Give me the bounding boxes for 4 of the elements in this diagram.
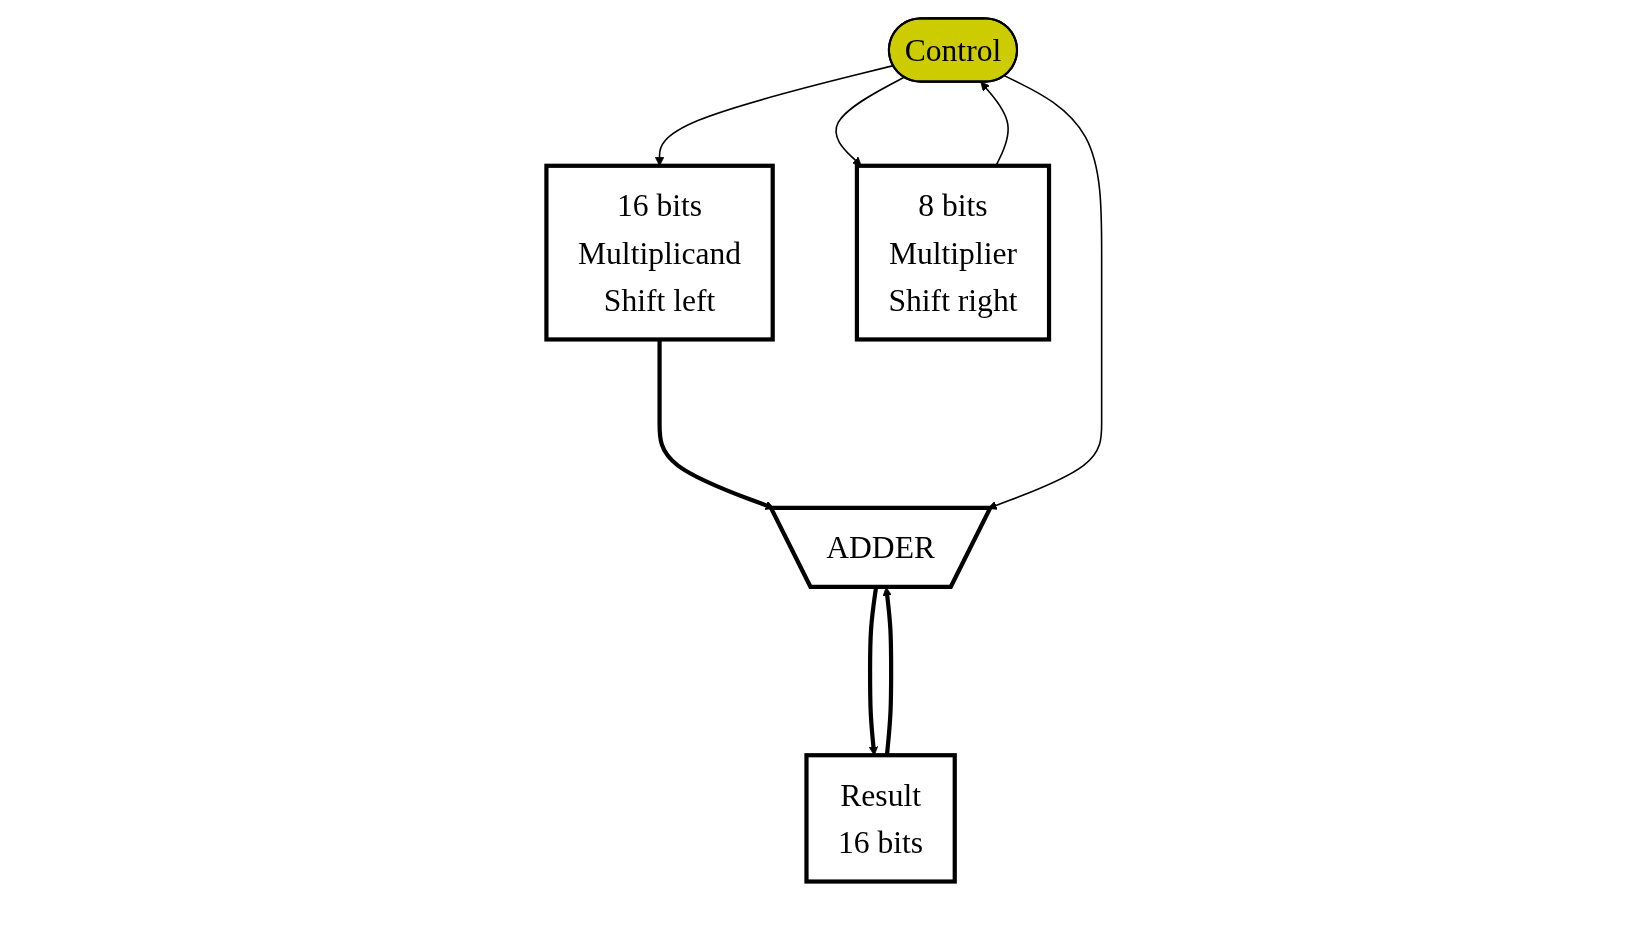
node-box: Result 16 bits [804, 753, 957, 884]
arrow [835, 76, 905, 167]
node-box: 16 bits Multiplicand Shift left [544, 163, 775, 342]
node-box: 8 bits Multiplier Shift right [854, 163, 1052, 342]
